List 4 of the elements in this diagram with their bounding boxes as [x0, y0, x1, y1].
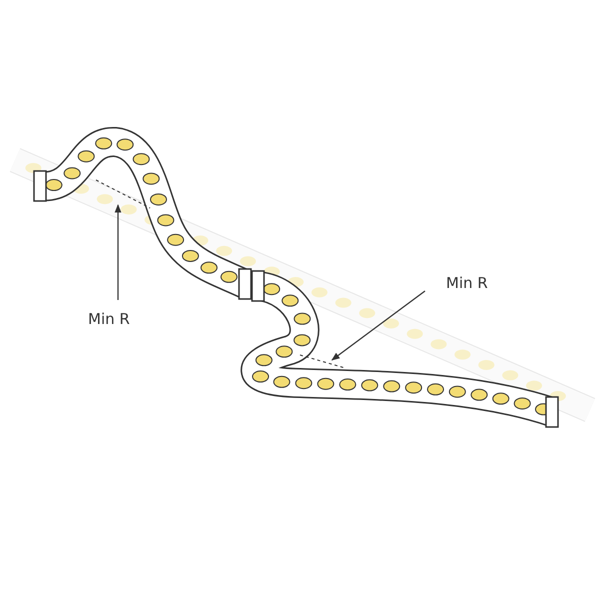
callout-label: Min R: [446, 274, 488, 292]
leader-line: [114, 204, 122, 300]
leader-line: [331, 290, 426, 360]
callout-label: Min R: [88, 310, 130, 328]
